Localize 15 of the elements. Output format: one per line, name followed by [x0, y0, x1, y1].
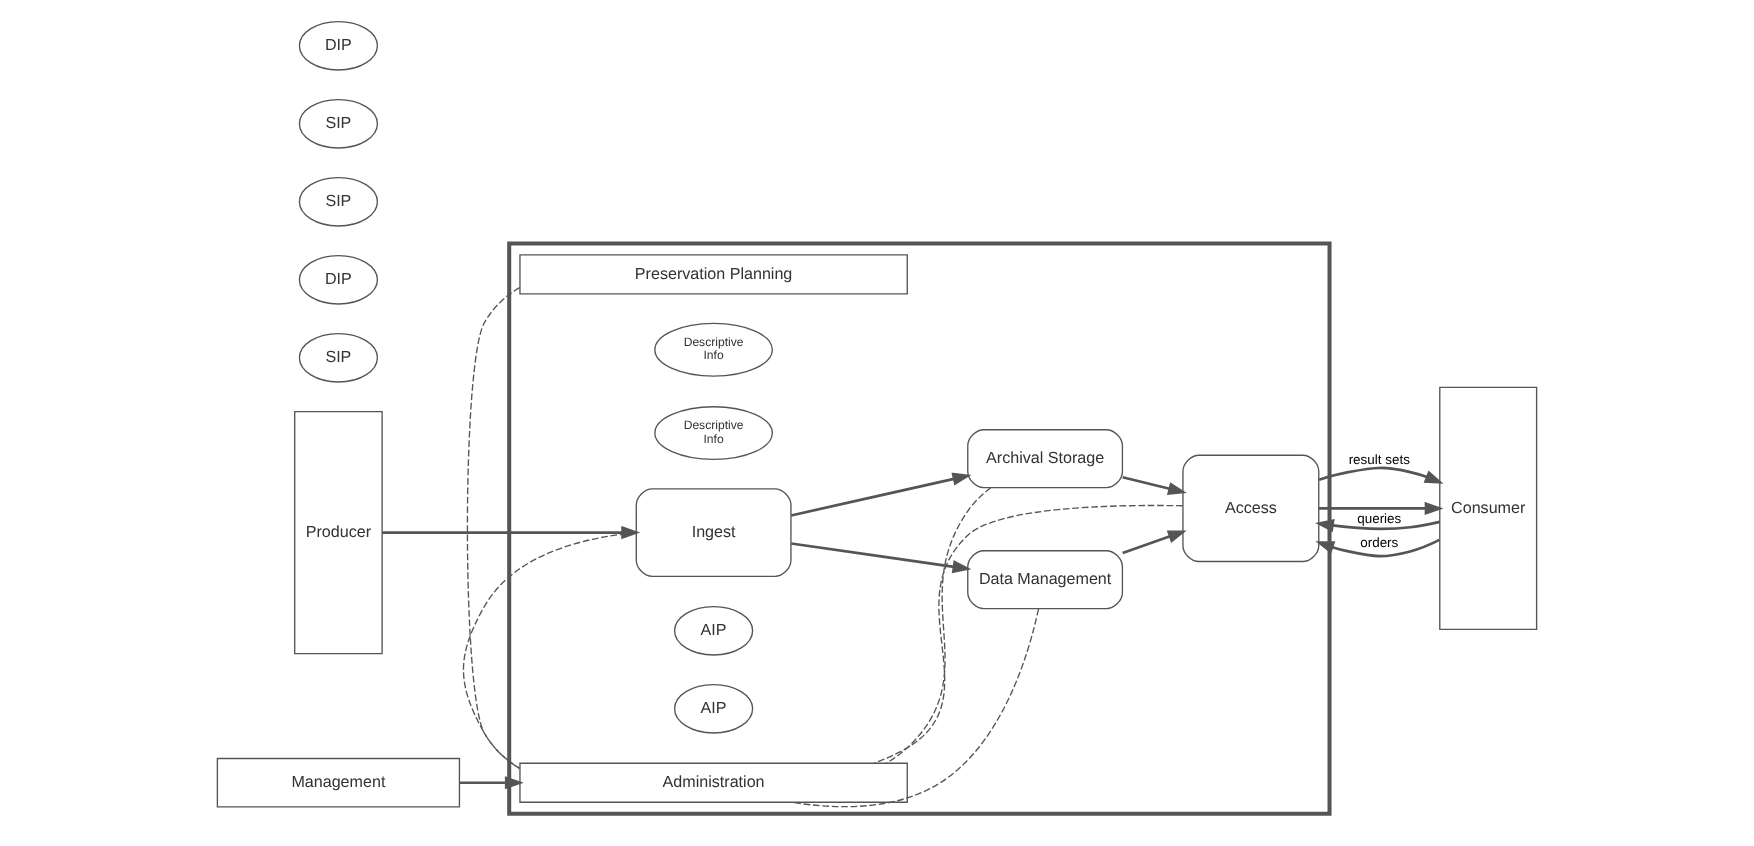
connector [466, 286, 521, 769]
connector [873, 504, 1184, 764]
cluster [507, 241, 1332, 816]
connector [885, 487, 992, 764]
arrow [1315, 519, 1441, 533]
arrow [1318, 501, 1444, 515]
arrow [1122, 476, 1187, 495]
arrow [1122, 530, 1187, 555]
arrow [459, 776, 524, 790]
arrow [1318, 466, 1444, 484]
arrow [791, 542, 972, 574]
arrow [1315, 538, 1440, 558]
connector [790, 608, 1040, 808]
arrow [382, 526, 641, 540]
arrow [790, 472, 972, 517]
